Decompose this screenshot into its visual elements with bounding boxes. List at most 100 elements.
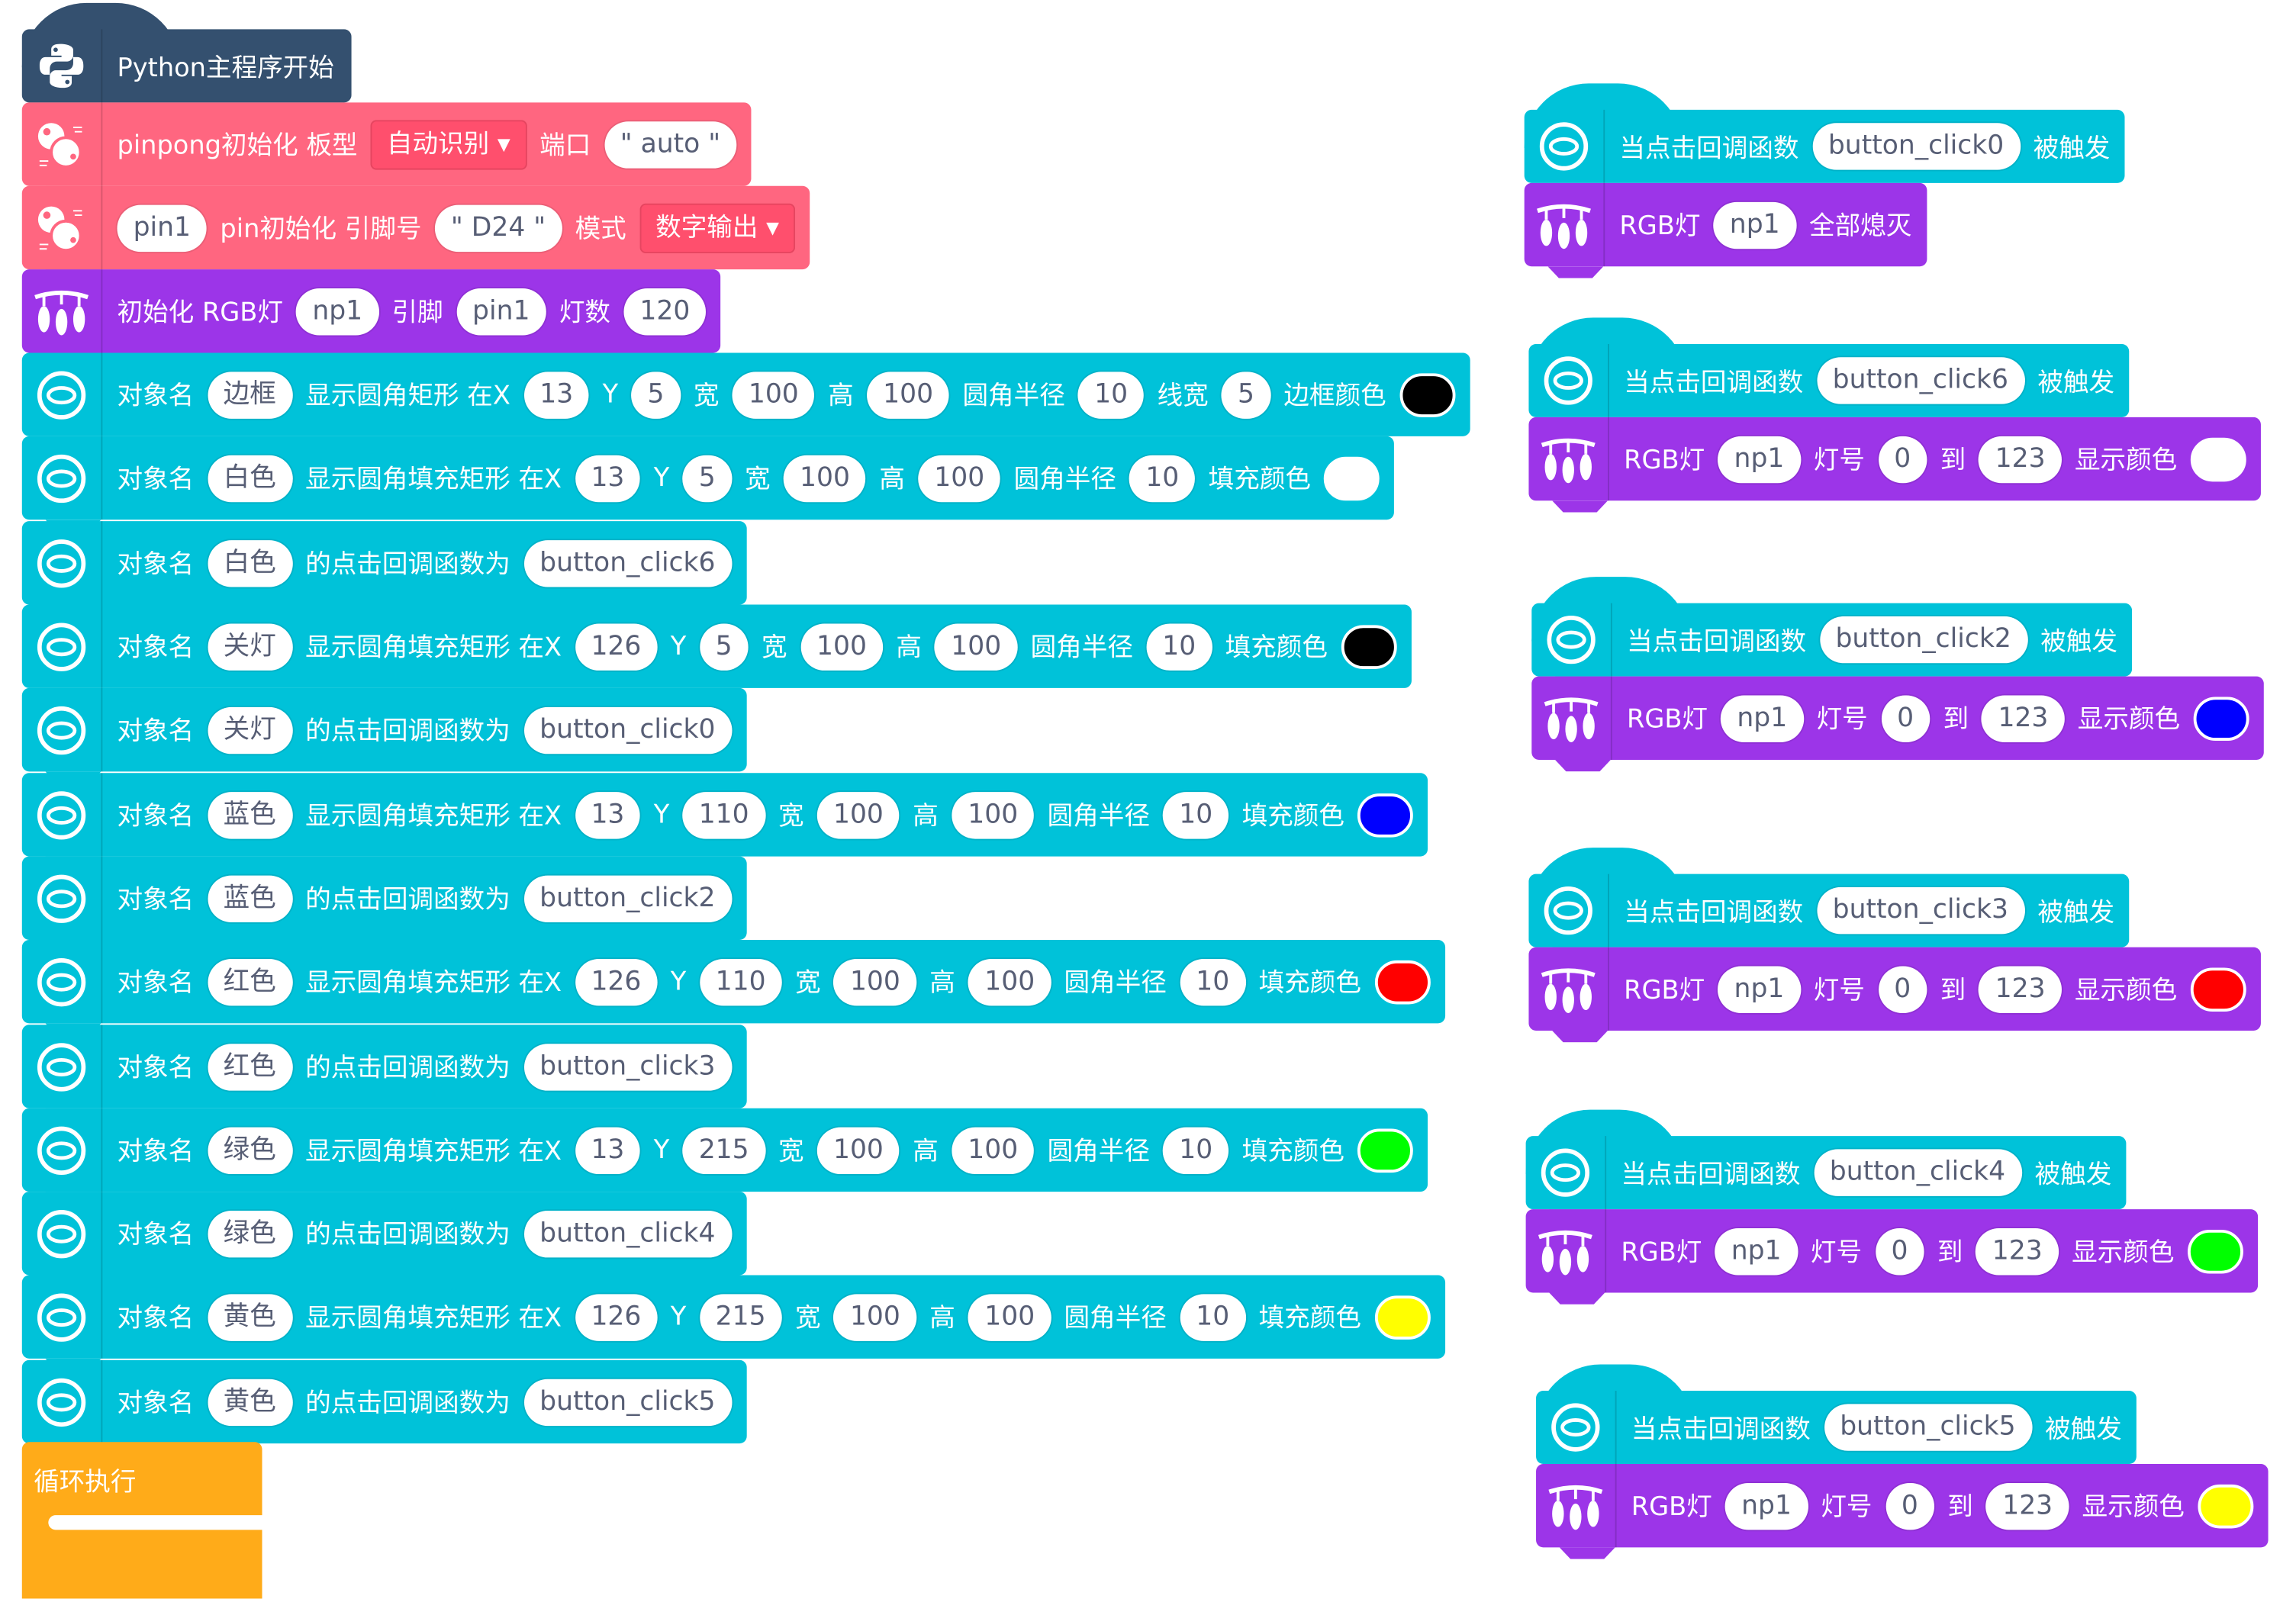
- loop-forever-block[interactable]: 循环执行: [21, 1442, 262, 1599]
- value-field[interactable]: np1: [296, 288, 379, 335]
- color-picker-field[interactable]: [1324, 455, 1380, 500]
- value-field[interactable]: 5: [699, 623, 749, 670]
- value-field[interactable]: 100: [783, 454, 867, 502]
- value-field[interactable]: 100: [952, 791, 1035, 838]
- value-field[interactable]: 10: [1163, 1126, 1229, 1174]
- value-field[interactable]: 关灯: [207, 706, 292, 754]
- value-field[interactable]: 100: [968, 1293, 1051, 1340]
- value-field[interactable]: 100: [867, 371, 950, 418]
- value-field[interactable]: 红色: [207, 1043, 292, 1090]
- value-field[interactable]: 10: [1180, 957, 1246, 1005]
- value-field[interactable]: pin1: [117, 204, 208, 252]
- value-field[interactable]: 110: [682, 791, 765, 838]
- value-field[interactable]: button_click4: [1813, 1149, 2022, 1196]
- value-field[interactable]: 100: [800, 623, 884, 670]
- value-field[interactable]: 0: [1875, 1227, 1924, 1275]
- value-field[interactable]: 13: [575, 1126, 641, 1174]
- value-field[interactable]: np1: [1718, 965, 1801, 1012]
- color-picker-field[interactable]: [1399, 372, 1455, 417]
- value-field[interactable]: 100: [816, 1126, 900, 1174]
- value-field[interactable]: button_click0: [1811, 123, 2021, 170]
- value-field[interactable]: 100: [833, 1293, 917, 1340]
- value-field[interactable]: 126: [575, 1293, 658, 1340]
- value-field[interactable]: 13: [523, 371, 590, 418]
- color-picker-field[interactable]: [2190, 967, 2246, 1012]
- value-field[interactable]: 10: [1146, 623, 1212, 670]
- pinpong-init-block[interactable]: pinpong初始化 板型自动识别 ▾端口" auto ": [21, 102, 752, 186]
- value-field[interactable]: button_click6: [523, 539, 732, 587]
- value-field[interactable]: " auto ": [604, 121, 737, 168]
- value-field[interactable]: 110: [699, 957, 782, 1005]
- value-field[interactable]: 黄色: [207, 1293, 292, 1340]
- value-field[interactable]: 关灯: [207, 623, 292, 670]
- value-field[interactable]: 100: [918, 454, 1001, 502]
- value-field[interactable]: 123: [1982, 694, 2065, 742]
- color-picker-field[interactable]: [1341, 624, 1397, 669]
- dropdown-field[interactable]: 自动识别 ▾: [370, 119, 527, 169]
- value-field[interactable]: 10: [1180, 1293, 1246, 1340]
- value-field[interactable]: 0: [1885, 1482, 1934, 1530]
- value-field[interactable]: 13: [575, 791, 641, 838]
- value-field[interactable]: 126: [575, 957, 658, 1005]
- value-field[interactable]: 120: [623, 288, 707, 335]
- value-field[interactable]: np1: [1718, 435, 1801, 483]
- value-field[interactable]: 5: [631, 371, 681, 418]
- value-field[interactable]: 边框: [207, 371, 292, 418]
- value-field[interactable]: pin1: [456, 288, 546, 335]
- value-field[interactable]: 5: [682, 454, 732, 502]
- value-field[interactable]: 红色: [207, 957, 292, 1005]
- value-field[interactable]: 白色: [207, 539, 292, 587]
- color-picker-field[interactable]: [1357, 793, 1414, 837]
- value-field[interactable]: 5: [1221, 371, 1271, 418]
- value-field[interactable]: 215: [699, 1293, 782, 1340]
- value-field[interactable]: 126: [575, 623, 658, 670]
- value-field[interactable]: 100: [935, 623, 1018, 670]
- value-field[interactable]: np1: [1725, 1482, 1808, 1530]
- value-field[interactable]: 绿色: [207, 1126, 292, 1174]
- value-field[interactable]: np1: [1715, 1227, 1798, 1275]
- value-field[interactable]: 13: [575, 454, 641, 502]
- color-picker-field[interactable]: [2193, 696, 2249, 741]
- value-field[interactable]: 215: [682, 1126, 765, 1174]
- value-field[interactable]: 0: [1878, 965, 1927, 1012]
- value-field[interactable]: button_click0: [523, 706, 732, 754]
- value-field[interactable]: 白色: [207, 454, 292, 502]
- color-picker-field[interactable]: [2198, 1483, 2254, 1528]
- value-field[interactable]: 蓝色: [207, 791, 292, 838]
- value-field[interactable]: " D24 ": [434, 204, 562, 252]
- value-field[interactable]: 100: [732, 371, 815, 418]
- color-picker-field[interactable]: [2190, 436, 2246, 481]
- value-field[interactable]: 123: [1986, 1482, 2069, 1530]
- value-field[interactable]: 100: [968, 957, 1051, 1005]
- value-field[interactable]: 蓝色: [207, 874, 292, 922]
- value-field[interactable]: 黄色: [207, 1378, 292, 1426]
- color-picker-field[interactable]: [1374, 959, 1431, 1004]
- python-main-start-block[interactable]: Python主程序开始: [21, 2, 352, 103]
- value-field[interactable]: np1: [1721, 694, 1804, 742]
